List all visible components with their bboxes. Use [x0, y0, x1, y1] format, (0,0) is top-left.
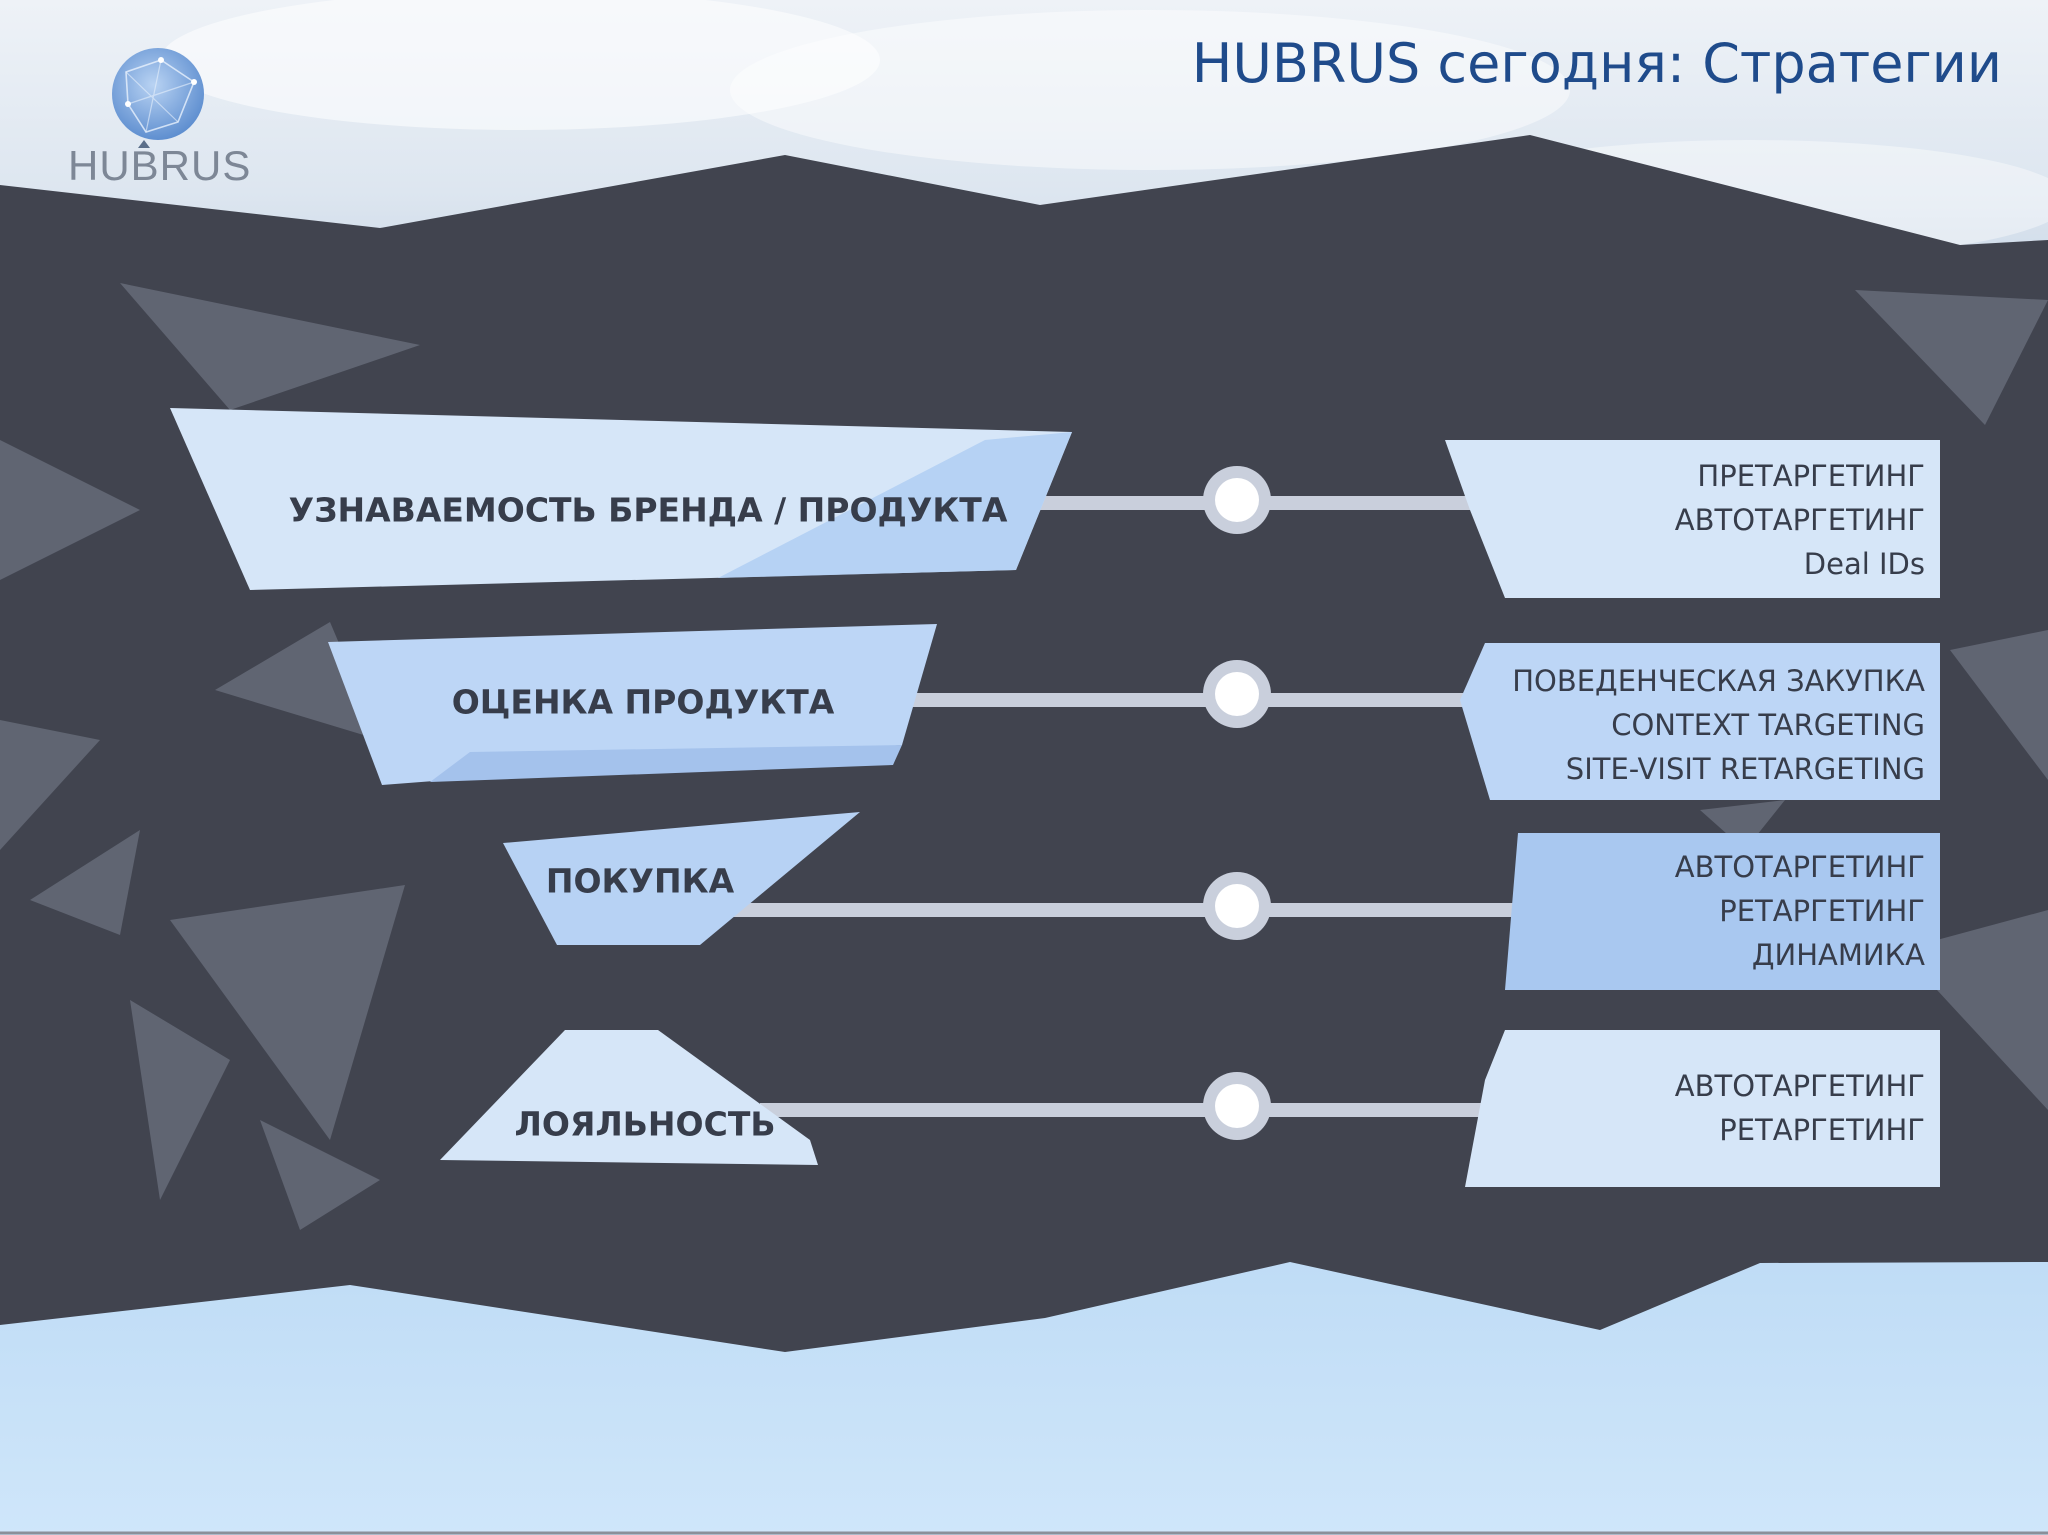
tactic-item: ПРЕТАРГЕТИНГ: [1697, 459, 1925, 493]
stage-label-purchase: ПОКУПКА: [545, 861, 735, 901]
tactics-list-evaluation: ПОВЕДЕНЧЕСКАЯ ЗАКУПКА CONTEXT TARGETING …: [1512, 659, 1925, 791]
tactics-list-loyalty: АВТОТАРГЕТИНГ РЕТАРГЕТИНГ: [1675, 1064, 1925, 1152]
tactic-item: АВТОТАРГЕТИНГ: [1674, 503, 1925, 537]
stage-shape-4: [440, 1030, 818, 1165]
tactics-list-awareness: ПРЕТАРГЕТИНГ АВТОТАРГЕТИНГ Deal IDs: [1675, 454, 1925, 586]
tactic-item: РЕТАРГЕТИНГ: [1719, 894, 1925, 928]
tactic-item: CONTEXT TARGETING: [1611, 708, 1925, 742]
decorative-shards: [0, 283, 2048, 1230]
logo-text: HUBRUS: [68, 142, 252, 189]
tactic-item: РЕТАРГЕТИНГ: [1719, 1113, 1925, 1147]
stage-label-awareness: УЗНАВАЕМОСТЬ БРЕНДА / ПРОДУКТА: [288, 490, 1008, 530]
stage-label-loyalty: ЛОЯЛЬНОСТЬ: [514, 1104, 776, 1144]
stage-label-evaluation: ОЦЕНКА ПРОДУКТА: [451, 682, 835, 722]
tactic-shape-1: [1445, 440, 1940, 598]
tactic-shape-4: [1465, 1030, 1940, 1187]
tactic-shape-2: [1460, 643, 1940, 800]
tactic-item: АВТОТАРГЕТИНГ: [1674, 850, 1925, 884]
hubrus-logo-icon: [112, 48, 204, 148]
stage-shape-3: [503, 812, 860, 945]
stage-shape-2: [328, 624, 937, 785]
page-title: HUBRUS сегодня: Стратегии: [1191, 32, 2002, 95]
tactic-item: АВТОТАРГЕТИНГ: [1674, 1069, 1925, 1103]
connector-nodes: [1203, 466, 1271, 1140]
tactic-item: ПОВЕДЕНЧЕСКАЯ ЗАКУПКА: [1512, 664, 1925, 698]
tactic-item: SITE-VISIT RETARGETING: [1565, 752, 1925, 786]
tactic-item: Deal IDs: [1803, 547, 1925, 581]
tactics-list-purchase: АВТОТАРГЕТИНГ РЕТАРГЕТИНГ ДИНАМИКА: [1675, 845, 1925, 977]
tactic-item: ДИНАМИКА: [1751, 938, 1925, 972]
tactic-shape-3: [1505, 833, 1940, 990]
stage-shape-1: [170, 408, 1072, 590]
